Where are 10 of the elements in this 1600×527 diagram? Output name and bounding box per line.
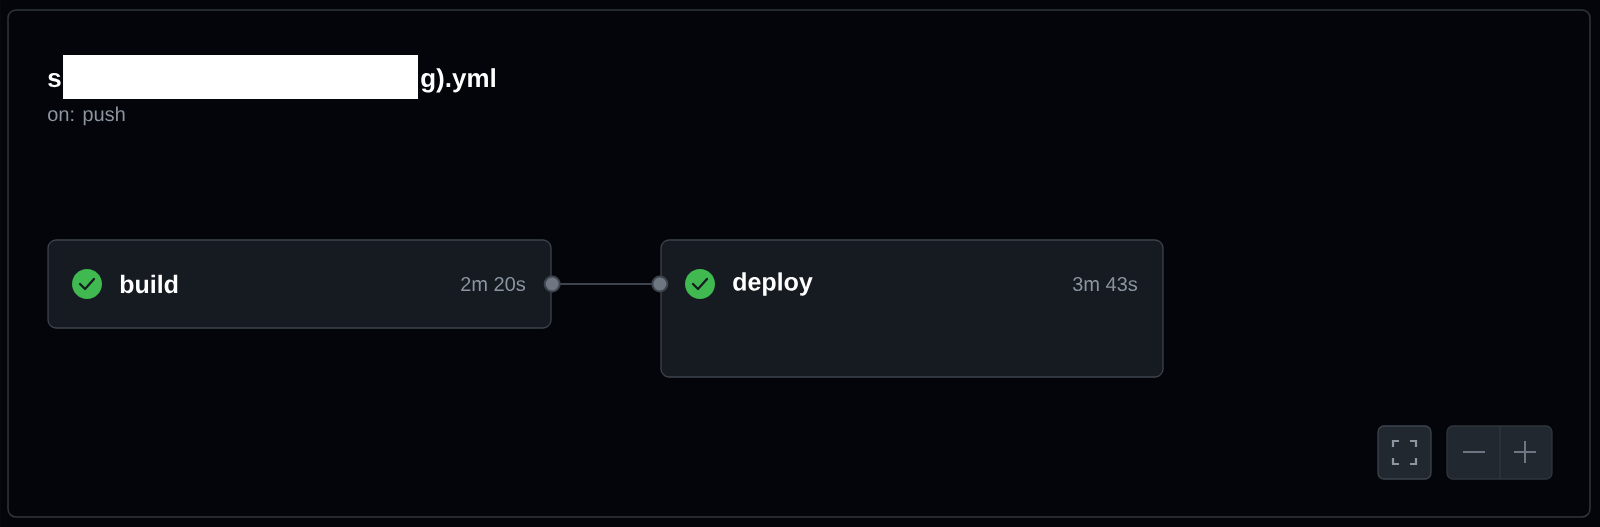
title-text: g).yml [421,68,495,93]
node-label: deploy [733,272,813,296]
trigger-text: on: push [48,106,125,126]
node-label: build [120,274,178,294]
job-box: build 2m 20s [47,239,552,329]
connector-line [543,275,669,293]
node-label: 3m 43s [1072,276,1138,292]
node-label: 2m 20s [461,276,526,292]
title-text: s [48,73,61,88]
job-box: deploy 3m 43s [660,239,1164,378]
